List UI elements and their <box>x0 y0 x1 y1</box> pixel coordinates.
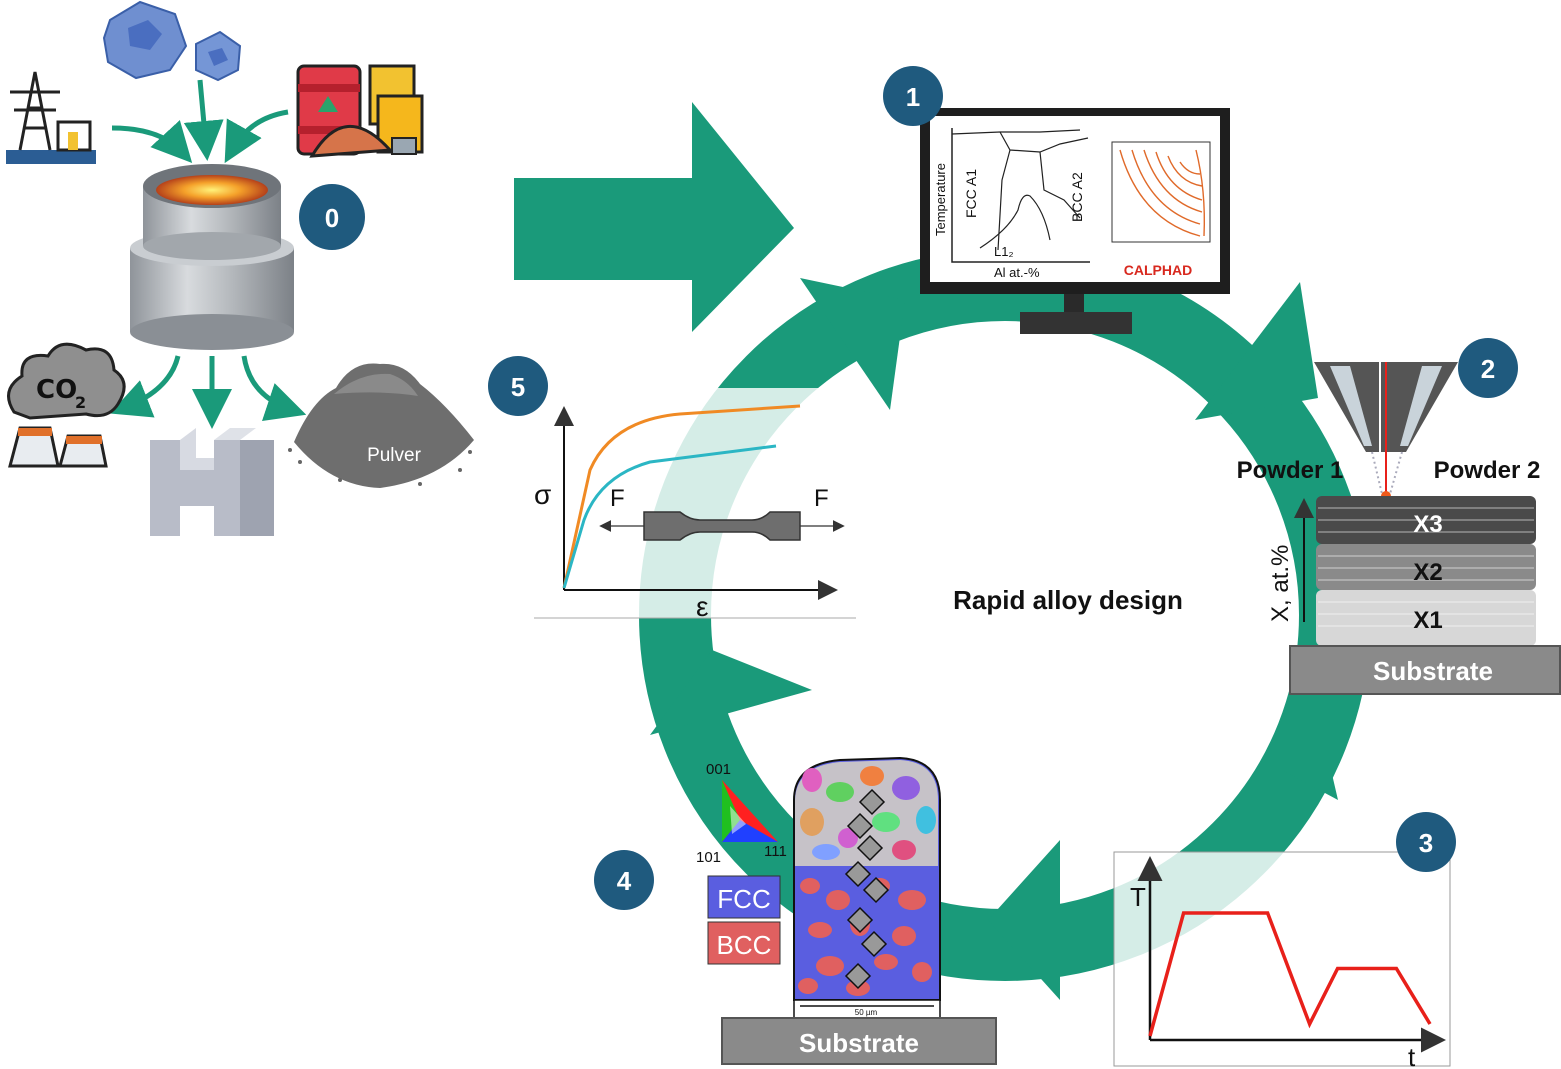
step1-badge-label: 1 <box>906 82 920 112</box>
grains-top <box>800 766 936 860</box>
step1-badge: 1 <box>883 66 943 126</box>
layer-x1-label: X1 <box>1413 607 1442 634</box>
calphad-contour-plot: CALPHAD <box>1111 141 1211 278</box>
step3-heat-treatment: T t 3 <box>1113 812 1456 1069</box>
ore-icon <box>102 0 242 82</box>
cycle-arrowhead-top-left <box>800 278 905 410</box>
step1-calphad-monitor: Temperature FCC A1 BCC A2 L1₂ Al at.-% C… <box>883 66 1230 334</box>
indent-markers <box>844 788 890 990</box>
stress-strain-curve-orange <box>562 404 801 589</box>
powder-pile-icon: Pulver <box>288 363 474 488</box>
entry-arrow <box>514 102 794 332</box>
phase-y-label: Temperature <box>933 163 948 236</box>
ipf-top-label: 001 <box>706 761 731 778</box>
fcc-legend-label: FCC <box>717 884 770 914</box>
input-arrow-power <box>111 120 193 164</box>
substrate-step4 <box>721 1017 997 1065</box>
ipf-triangle: 001 101 111 <box>696 761 787 866</box>
step5-tensile: σ ε F F 5 <box>488 356 856 622</box>
co2-subscript: 2 <box>75 393 86 412</box>
steel-profile-icon <box>150 428 274 536</box>
stress-strain-curve-cyan <box>562 444 777 589</box>
scale-bar-label: 50 µm <box>855 1008 878 1017</box>
step4-badge-label: 4 <box>617 866 632 896</box>
cycle-arrowhead-top-right <box>1195 282 1318 420</box>
ebsd-sample: 50 µm <box>793 756 941 1019</box>
layer-x2-label: X2 <box>1413 559 1442 586</box>
phase-diagram-plot: Temperature FCC A1 BCC A2 L1₂ Al at.-% <box>933 128 1090 280</box>
bcc-legend-label: BCC <box>717 930 772 960</box>
step5-badge-label: 5 <box>511 372 525 402</box>
ipf-left-label: 101 <box>696 849 721 866</box>
step2-deposition: Powder 1 Powder 2 X3 X2 X1 X, at.% Subst… <box>1237 338 1561 695</box>
heat-profile-curve <box>1148 911 1432 1037</box>
substrate-step4-label: Substrate <box>799 1028 919 1058</box>
step2-badge-label: 2 <box>1481 354 1495 384</box>
substrate-step2 <box>1289 645 1561 695</box>
force-left-label: F <box>610 485 625 512</box>
recycled-materials-icon <box>296 64 424 158</box>
heat-treatment-panel <box>1113 851 1451 1067</box>
powder2-label: Powder 2 <box>1434 457 1541 484</box>
step4-badge: 4 <box>594 850 654 910</box>
calphad-label: CALPHAD <box>1124 262 1192 278</box>
bcc-a2-label: BCC A2 <box>1069 172 1085 222</box>
bcc-legend-swatch <box>707 921 781 965</box>
input-arrow-recycled <box>224 109 289 164</box>
grains-bottom <box>798 878 932 996</box>
force-right-label: F <box>814 485 829 512</box>
ipf-right-label: 111 <box>764 843 787 860</box>
layer-x3-label: X3 <box>1413 511 1442 538</box>
step4-microstructure: 001 101 111 FCC BCC <box>594 756 997 1065</box>
tensile-panel <box>534 388 856 618</box>
cycle-arrowhead-bottom <box>988 840 1060 1000</box>
step3-badge-label: 3 <box>1419 828 1433 858</box>
input-arrow-ore <box>183 79 224 161</box>
furnace-icon <box>130 164 294 350</box>
step0-badge: 0 <box>299 184 365 250</box>
step5-badge: 5 <box>488 356 548 416</box>
stress-axis-label: σ <box>534 479 551 510</box>
fcc-legend-swatch <box>707 875 781 919</box>
output-arrow-powder <box>241 355 307 422</box>
fcc-a1-label: FCC A1 <box>963 169 979 218</box>
pulver-label: Pulver <box>367 445 422 466</box>
l12-label: L1₂ <box>994 244 1014 259</box>
co2-label: CO <box>36 375 77 405</box>
co2-emission-icon: CO 2 <box>7 342 126 468</box>
tensile-specimen <box>599 511 845 541</box>
cycle-arrowhead-left <box>650 650 812 735</box>
composition-axis-label: X, at.% <box>1267 545 1294 622</box>
phase-x-label: Al at.-% <box>994 265 1040 280</box>
heat-x-label: t <box>1408 1042 1416 1069</box>
power-plant-icon <box>6 71 96 164</box>
output-arrow-co2 <box>110 355 181 418</box>
heat-y-label: T <box>1130 882 1146 912</box>
substrate-step2-label: Substrate <box>1373 656 1493 686</box>
step0-production: CO 2 Pulver 0 <box>6 0 474 536</box>
step0-badge-label: 0 <box>325 203 339 233</box>
powder1-label: Powder 1 <box>1237 457 1344 484</box>
layer-x1 <box>1316 590 1536 646</box>
step3-badge: 3 <box>1396 812 1456 872</box>
cycle-arrowhead-right <box>1282 688 1338 800</box>
step2-badge: 2 <box>1458 338 1518 398</box>
center-label: Rapid alloy design <box>953 585 1183 615</box>
strain-axis-label: ε <box>696 591 708 622</box>
